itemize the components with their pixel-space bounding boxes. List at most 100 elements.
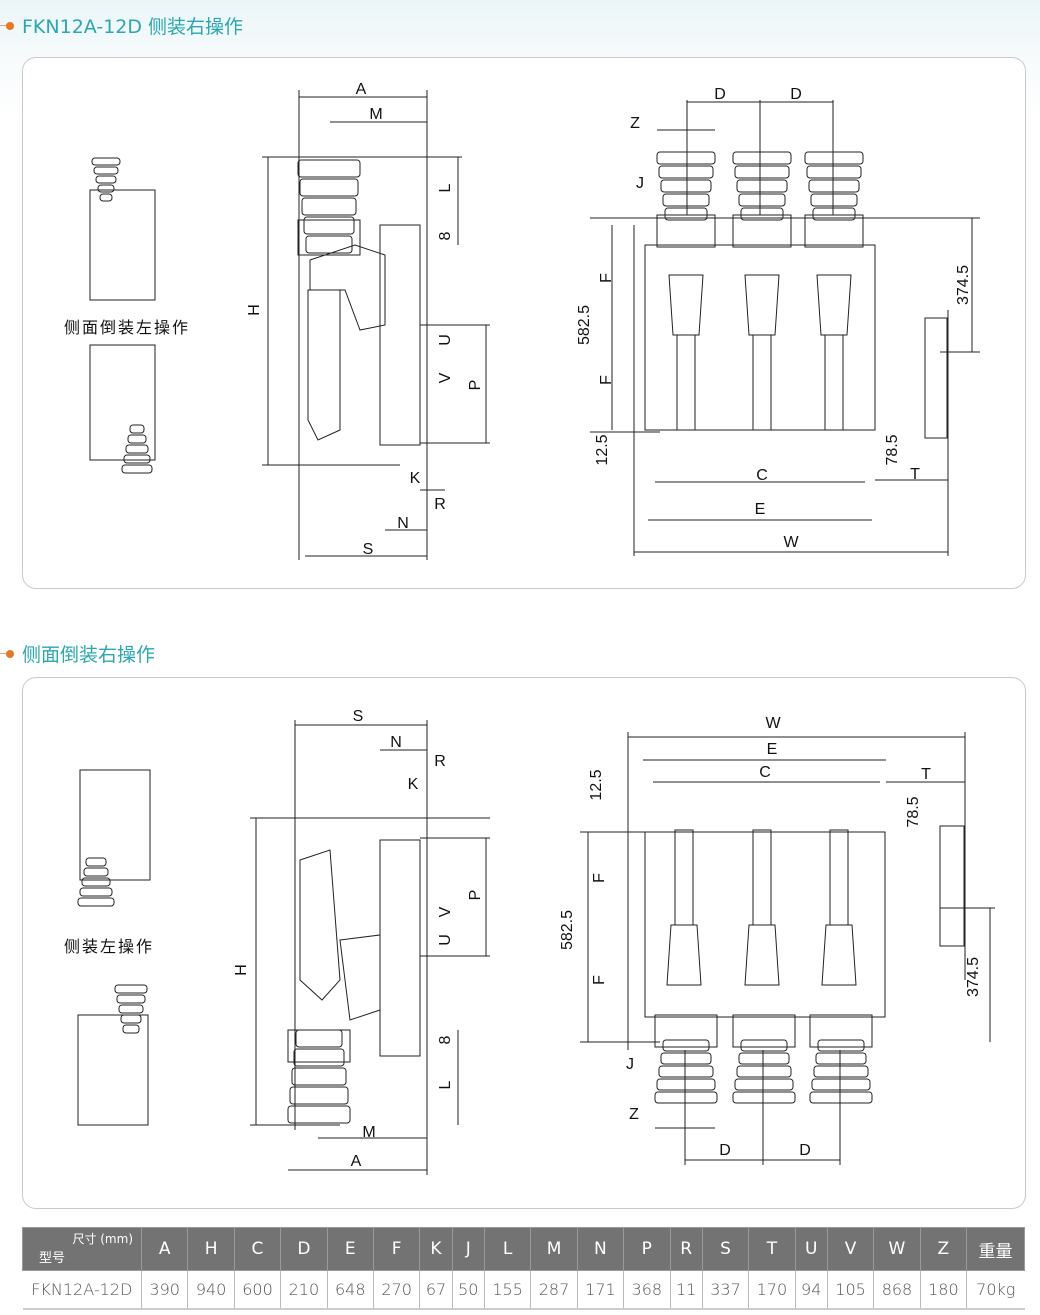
model-cell: FKN12A-12D	[22, 1270, 142, 1310]
insulator-shed	[812, 207, 856, 221]
value-cell: 11	[669, 1270, 703, 1310]
operating-mechanism	[379, 839, 421, 1057]
column-header: K	[419, 1227, 453, 1271]
insulator-shed	[85, 857, 107, 867]
dimension-label: C	[759, 764, 771, 781]
insulator-shed	[662, 193, 710, 207]
column-header: D	[280, 1227, 328, 1271]
insulator-shed	[654, 1091, 718, 1104]
dimension-label: P	[467, 380, 484, 391]
bullet-icon	[0, 21, 14, 30]
fuse-tube	[824, 334, 844, 431]
dimension-label: Z	[630, 115, 640, 132]
dimension-label: K	[410, 470, 421, 487]
value-cell: 368	[623, 1270, 670, 1310]
insulator-shed	[662, 1039, 710, 1052]
column-header: C	[233, 1227, 282, 1271]
insulator-shed	[83, 867, 109, 877]
column-header: J	[451, 1227, 485, 1271]
dimension-label: 374.5	[955, 265, 972, 305]
dimension-label: Z	[629, 1106, 639, 1123]
value-cell: 180	[919, 1270, 967, 1310]
dimension-label: 78.5	[905, 796, 922, 827]
dimension-label: R	[434, 753, 446, 770]
insulator-shed	[305, 235, 353, 254]
value-cell: 171	[576, 1270, 624, 1310]
insulator-shed	[813, 1065, 869, 1078]
dimension-label: M	[362, 1124, 375, 1141]
dimension-label: J	[626, 1056, 634, 1073]
insulator-shed	[93, 166, 119, 175]
column-header: P	[623, 1227, 671, 1271]
dimension-label: 12.5	[588, 769, 605, 800]
dimension-label: 582.5	[559, 910, 576, 950]
insulator-shed	[656, 151, 716, 165]
section-title-text: FKN12A-12D 侧装右操作	[22, 16, 244, 38]
value-cell: 67	[419, 1270, 453, 1310]
insulator-shed	[129, 424, 145, 434]
drawing-panel-1	[22, 57, 1026, 589]
insulator-body	[732, 1014, 796, 1048]
base-frame	[644, 831, 886, 1018]
insulator-shed	[295, 1029, 343, 1048]
dimension-label: D	[790, 86, 802, 103]
insulator-shed	[303, 216, 355, 235]
dimension-label: T	[921, 766, 931, 783]
column-header: R	[669, 1227, 703, 1271]
insulator-shed	[734, 165, 790, 179]
fuse-tube	[676, 334, 696, 431]
mechanism-plate	[939, 825, 965, 947]
dimension-label: 78.5	[884, 434, 901, 465]
dimension-label: F	[591, 975, 608, 985]
dimension-label: N	[397, 515, 409, 532]
column-header: M	[530, 1227, 578, 1271]
dimension-label: U	[437, 334, 454, 346]
mini-switch-bottom	[89, 344, 156, 461]
section-title-2: 侧面倒装右操作	[0, 640, 155, 667]
insulator-shed	[736, 179, 788, 193]
switch-frame	[339, 934, 381, 1021]
switch-frame	[309, 244, 386, 331]
column-header: N	[576, 1227, 625, 1271]
insulator-shed	[732, 151, 792, 165]
insulator-shed	[79, 887, 113, 897]
column-header: U	[794, 1227, 828, 1271]
fuse-contact	[821, 924, 857, 986]
dimension-label: S	[353, 708, 364, 725]
dimension-label: V	[437, 372, 454, 383]
insulator-shed	[125, 444, 149, 454]
mechanism-plate	[924, 317, 948, 439]
insulator-body	[287, 1029, 351, 1063]
value-cell: 210	[280, 1270, 328, 1310]
mini-switch-top	[79, 769, 151, 881]
insulator-body	[732, 214, 792, 248]
dimension-label: E	[755, 501, 766, 518]
dimension-label: P	[467, 890, 484, 901]
insulator-shed	[740, 207, 784, 221]
insulator-shed	[660, 1052, 712, 1065]
insulator-shed	[740, 1039, 788, 1052]
value-cell: 868	[873, 1270, 921, 1310]
insulator-body	[297, 219, 361, 256]
insulator-shed	[656, 1078, 716, 1091]
insulator-shed	[297, 159, 361, 178]
insulator-shed	[77, 897, 115, 907]
column-header: Z	[919, 1227, 968, 1271]
value-cell: 105	[826, 1270, 874, 1310]
insulator-shed	[732, 1091, 796, 1104]
model-header: 型号	[39, 1251, 66, 1266]
column-header: E	[326, 1227, 374, 1271]
column-header: V	[826, 1227, 875, 1271]
insulator-shed	[301, 197, 357, 216]
value-cell: 337	[701, 1270, 749, 1310]
insulator-shed	[81, 877, 111, 887]
insulator-shed	[738, 193, 786, 207]
fuse-tube	[752, 334, 772, 431]
dimension-label: 374.5	[965, 957, 982, 997]
fuse-contact	[668, 274, 704, 336]
insulator-shed	[118, 1004, 144, 1014]
insulator-shed	[804, 151, 864, 165]
insulator-shed	[811, 1078, 871, 1091]
